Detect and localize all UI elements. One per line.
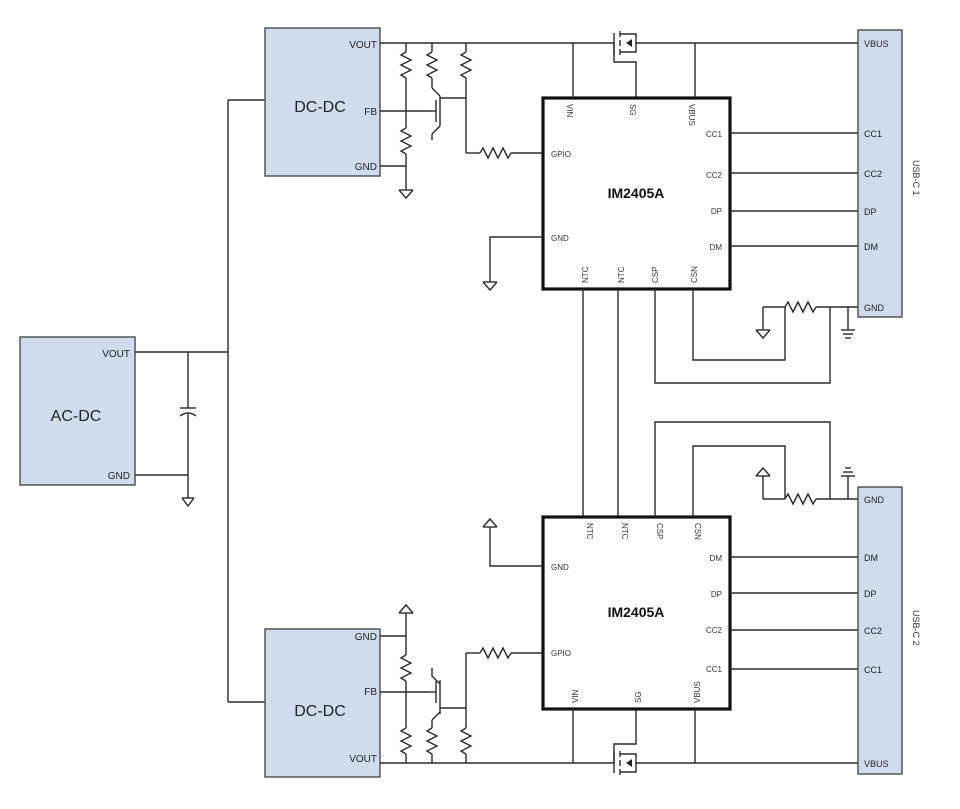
usbc1-connector: VBUS CC1 CC2 DP DM GND USB-C 1 [857,29,921,318]
usbc2-pin-vbus: VBUS [864,759,889,769]
usbc2-pin-dm: DM [864,553,878,563]
usbc1-pin-dm: DM [864,242,878,252]
chip-bottom-pin-vbus: VBUS [693,681,702,703]
usbc1-pin-vbus: VBUS [864,39,889,49]
usbc2-connector: GND DM DP CC2 CC1 VBUS USB-C 2 [857,486,921,775]
usbc2-pin-cc1: CC1 [864,665,882,675]
dcdc-top-label: DC-DC [294,99,346,116]
chip-top-pin-gpio: GPIO [551,150,571,159]
chip-top-pin-vbus: VBUS [687,104,696,126]
mosfet-top [610,31,640,98]
acdc-gnd-label: GND [108,471,130,482]
usbc2-label: USB-C 2 [911,610,921,646]
usbc1-pin-cc2: CC2 [864,169,882,179]
chip-top-pin-cc1: CC1 [706,130,723,139]
dcdc-bottom-vout-label: VOUT [349,754,377,765]
dcdc-bottom-gnd-label: GND [355,632,377,643]
chip-top-pin-ntc: NTC [581,266,590,283]
mosfet-bottom [610,709,640,775]
dcdc-top-network [380,42,858,200]
usbc1-pin-cc1: CC1 [864,129,882,139]
dcdc-top-block: DC-DC VOUT FB GND [264,27,381,177]
chip-bottom-pin-dp: DP [711,590,722,599]
usbc1-label: USB-C 1 [911,160,921,196]
chip-bottom-pin-csn: CSN [693,523,702,540]
chip-bottom-pin-dm: DM [710,554,723,563]
dcdc-top-fb-label: FB [364,107,377,118]
dcdc-top-vout-label: VOUT [349,40,377,51]
chip-bottom-pin-vin: VIN [571,689,580,703]
chip-bottom-pin-sg: SG [634,691,643,703]
chip-top-pin-sg: SG [628,104,637,116]
ntc-bus [582,289,619,517]
chip-bottom-pin-csp: CSP [655,523,664,539]
acdc-label: AC-DC [51,408,102,425]
chip-top: IM2405A VIN SG VBUS GPIO GND CC1 CC2 DP … [482,43,858,384]
chip-top-pin-cc2: CC2 [706,171,723,180]
dcdc-bottom-fb-label: FB [364,687,377,698]
chip-top-pin-dm: DM [710,243,723,252]
usbc1-pin-gnd: GND [864,303,885,313]
chip-top-pin-dp: DP [711,207,722,216]
usbc2-pin-dp: DP [864,589,877,599]
usbc2-pin-gnd: GND [864,495,885,505]
acdc-wiring [135,99,265,703]
chip-top-pin-ntc2: NTC [617,266,626,283]
usbc1-pin-dp: DP [864,207,877,217]
chip-bottom-pin-gnd: GND [551,563,569,572]
chip-bottom: IM2405A NTC NTC CSP CSN GND GPIO DM DP C… [482,421,858,763]
dcdc-bottom-block: DC-DC GND FB VOUT [264,628,381,778]
chip-bottom-pin-gpio: GPIO [551,649,571,658]
chip-top-pin-gnd: GND [551,234,569,243]
chip-top-name: IM2405A [608,185,665,201]
dcdc-bottom-label: DC-DC [294,703,346,720]
chip-bottom-pin-cc2: CC2 [706,626,723,635]
chip-bottom-name: IM2405A [608,604,665,620]
acdc-block: AC-DC VOUT GND [19,336,136,486]
chip-bottom-pin-cc1: CC1 [706,665,723,674]
usbc2-pin-cc2: CC2 [864,626,882,636]
dcdc-bottom-network [380,603,858,764]
acdc-vout-label: VOUT [102,349,130,360]
dcdc-top-gnd-label: GND [355,162,377,173]
chip-top-pin-csp: CSP [651,267,660,283]
chip-bottom-pin-ntc: NTC [585,523,594,540]
chip-bottom-pin-ntc2: NTC [620,523,629,540]
chip-top-pin-vin: VIN [565,104,574,118]
chip-top-pin-csn: CSN [690,266,699,283]
